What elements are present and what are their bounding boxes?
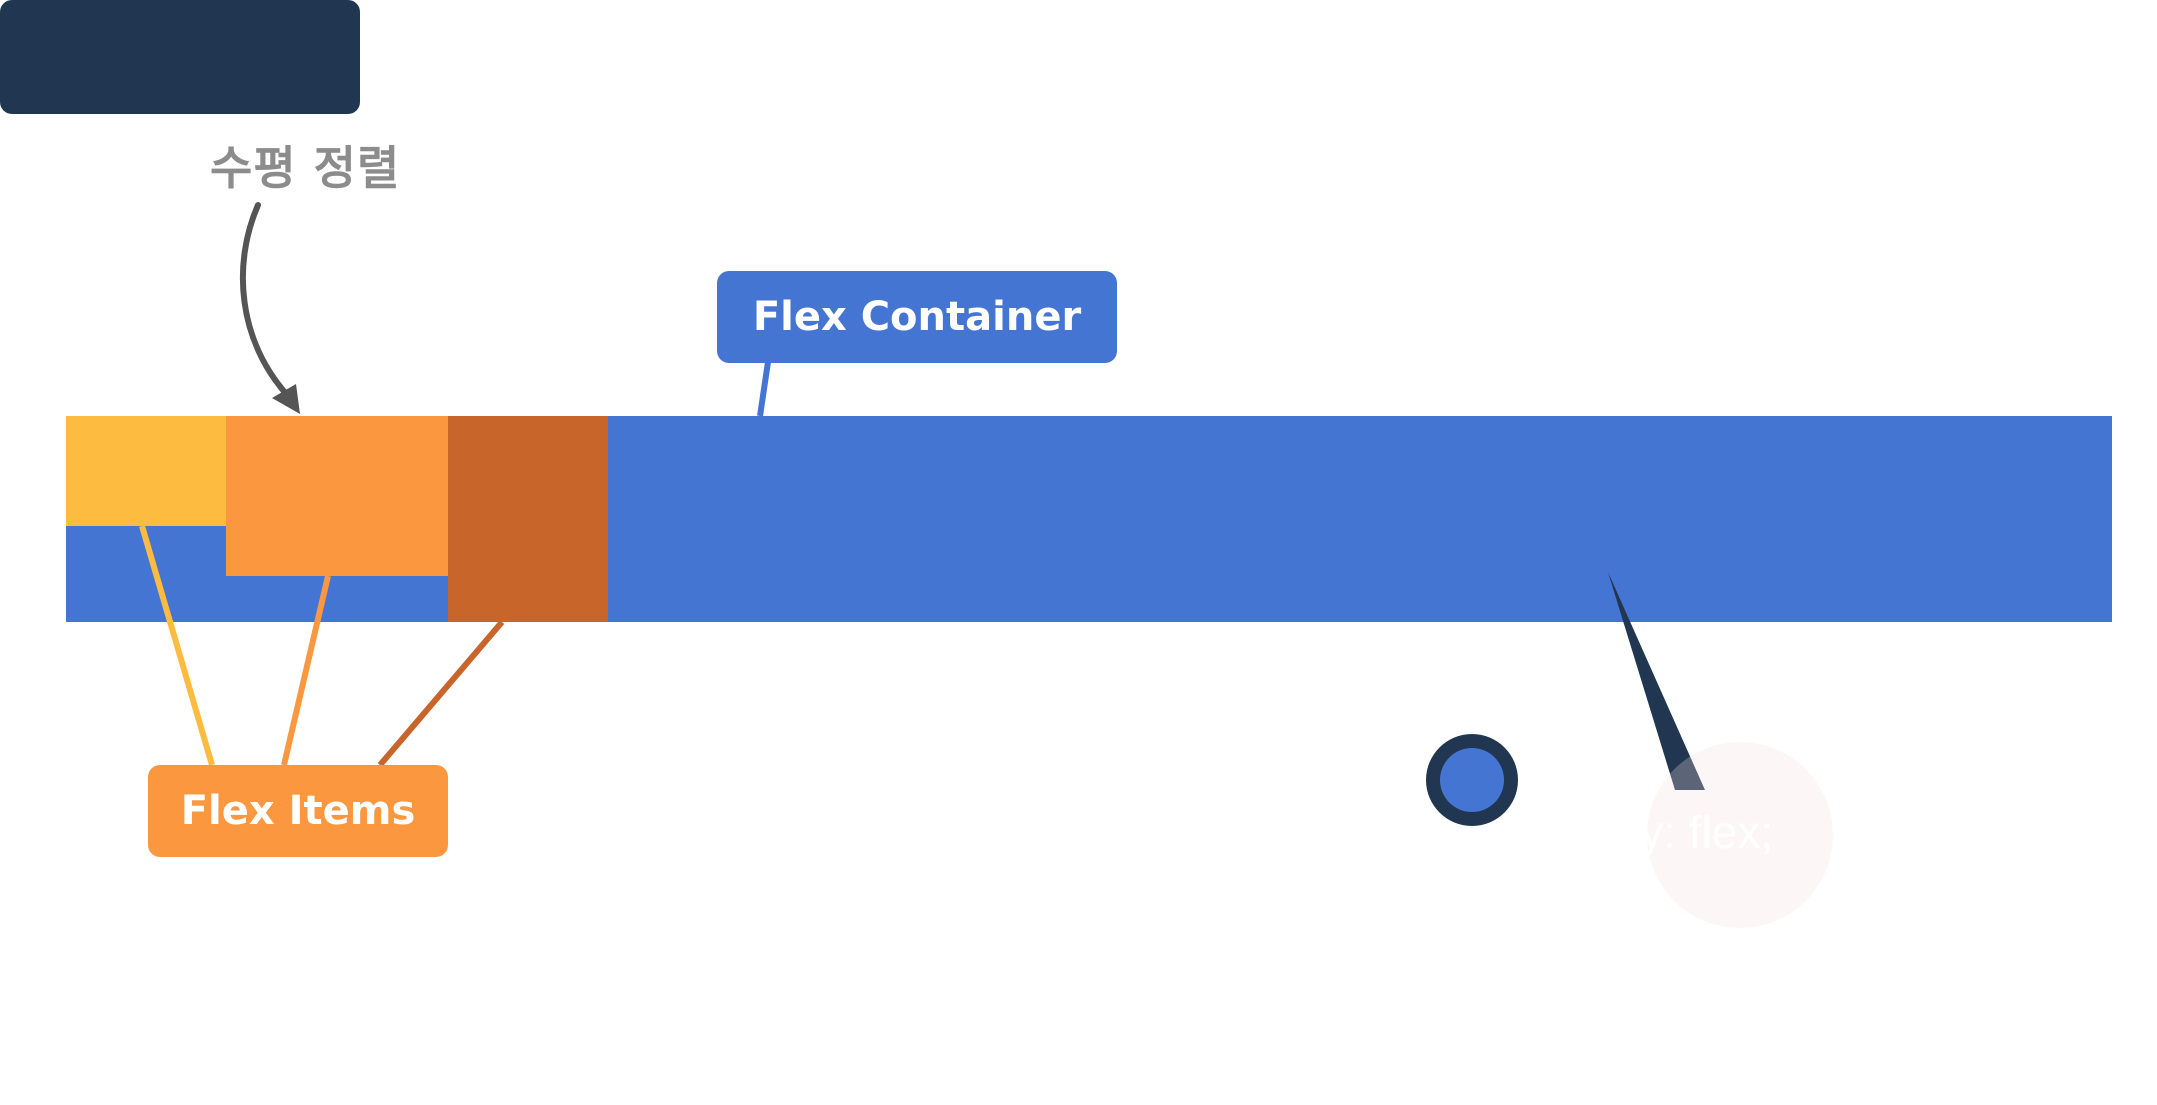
- code-dot-inner: [1440, 748, 1504, 812]
- flex-item-3: [448, 416, 608, 622]
- connector-item-2: [281, 575, 331, 766]
- flex-item-1: [66, 416, 226, 526]
- connector-item-3: [377, 620, 505, 767]
- arrow-head-icon: [272, 384, 300, 414]
- flex-item-2: [226, 416, 448, 576]
- code-tag: [0, 0, 360, 114]
- curved-arrow: [239, 202, 291, 399]
- code-text: display: flex;: [1520, 806, 1774, 858]
- flex-items-tag: Flex Items: [148, 765, 448, 857]
- highlight-circle: [1647, 742, 1833, 928]
- connector-item-1: [139, 525, 215, 766]
- flex-container-tag: Flex Container: [717, 271, 1117, 363]
- connector-container: [757, 361, 771, 417]
- code-tag-tail: [1608, 572, 1705, 790]
- horizontal-align-label: 수평 정렬: [210, 141, 401, 195]
